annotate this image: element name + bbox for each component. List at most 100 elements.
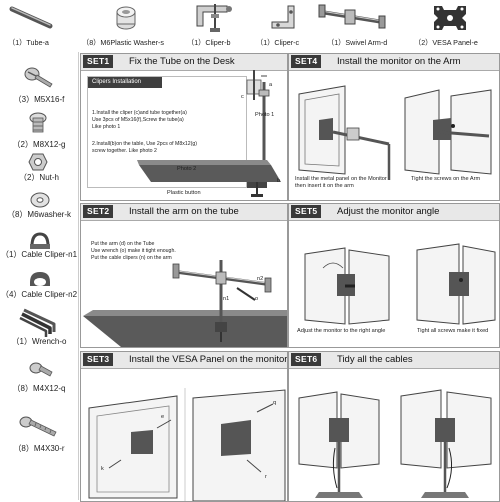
step-title: Adjust the monitor angle <box>337 206 440 217</box>
part-m6washer: （8）M6washer-k <box>0 188 78 228</box>
step-caption: Tight the screws on the Arm <box>411 176 481 182</box>
callout-letter: n1 <box>223 296 230 302</box>
wrench-icon <box>19 308 56 337</box>
step-number: SET4 <box>291 55 322 68</box>
set6-illustration <box>298 389 492 498</box>
column-divider <box>78 52 79 500</box>
step-title: Tidy all the cables <box>337 354 413 365</box>
set5-illustration <box>304 243 496 325</box>
instruction-box-title: Clipers Installation <box>88 77 162 88</box>
step-header: SET4 Install the monitor on the Arm <box>289 54 499 71</box>
callout-letter: c <box>241 94 244 100</box>
step-set4-panel: SET4 Install the monitor on the Arm Inst… <box>288 53 500 201</box>
instruction-line: Put the arm (d) on the Tube <box>91 241 155 247</box>
callout-letter: k <box>101 466 104 472</box>
part-label: （3）M5X16-f <box>13 95 65 104</box>
step-caption: then insert it on the arm <box>295 183 354 189</box>
screw-m5x16-icon <box>24 67 53 88</box>
part-label: （2）VESA Panel-e <box>414 38 478 47</box>
step-title: Install the monitor on the Arm <box>337 56 461 67</box>
step-caption: Install the metal panel on the Monitor <box>295 176 387 182</box>
instruction-line: Like photo 1 <box>92 124 121 130</box>
part-tube: （1）Tube-a <box>0 0 70 52</box>
part-m5x16: （3）M5X16-f <box>0 62 78 106</box>
part-label: （1）Cliper-b <box>187 38 231 47</box>
instruction-line: 2.Install(b)on the table, Use 2pcs of M8… <box>92 141 197 147</box>
part-label: （8）M4X12-q <box>12 384 66 393</box>
part-cable-cliper-n1: （1）Cable Cliper-n1 <box>0 228 78 268</box>
step-header: SET3 Install the VESA Panel on the monit… <box>81 352 287 369</box>
set2-illustration <box>83 260 287 347</box>
part-label: （8）M6Plastic Washer-s <box>82 38 165 47</box>
part-label: （8）M4X30-r <box>13 444 65 453</box>
set3-illustration <box>88 388 286 501</box>
step-header: SET5 Adjust the monitor angle <box>289 204 499 221</box>
instruction-line: Use 3pcs of M5x16(f),Screw the tube(a) <box>92 117 184 123</box>
cliper-c-icon <box>271 5 295 29</box>
swivel-arm-icon <box>318 4 386 29</box>
step-number: SET2 <box>83 205 114 218</box>
step-set3-panel: SET3 Install the VESA Panel on the monit… <box>80 351 288 502</box>
step-set1-panel: SET1 Fix the Tube on the Desk Clipers In… <box>80 53 288 201</box>
tube-icon <box>9 6 53 29</box>
step-title: Install the VESA Panel on the monitor <box>129 354 288 365</box>
screw-m4x30-icon <box>19 416 57 437</box>
step-set2-panel: SET2 Install the arm on the tube Put the… <box>80 203 288 348</box>
instruction-line: screw together. Like photo 2 <box>92 148 157 154</box>
part-label: （2）Nut-h <box>18 173 59 182</box>
nut-icon <box>28 153 48 171</box>
part-wrench: （1）Wrench-o <box>0 306 78 354</box>
step-header: SET6 Tidy all the cables <box>289 352 499 369</box>
plastic-washer-icon <box>116 6 136 30</box>
part-label: （1）Tube-a <box>8 38 49 47</box>
step-caption: Tight all screws make it fixed <box>417 328 489 334</box>
step-set5-panel: SET5 Adjust the monitor angle Adjust the… <box>288 203 500 348</box>
step-set6-panel: SET6 Tidy all the cables <box>288 351 500 502</box>
screw-m4x12-icon <box>29 362 53 377</box>
part-m8x12: （2）M8X12-g <box>0 108 78 152</box>
set1-illustration <box>137 70 281 197</box>
photo-label: Photo 1 <box>255 112 275 118</box>
callout-letter: n2 <box>257 276 264 282</box>
step-number: SET1 <box>83 55 114 68</box>
part-m4x12: （8）M4X12-q <box>0 356 78 400</box>
callout-label: Plastic button <box>167 190 201 196</box>
part-nut: （2）Nut-h <box>0 148 78 188</box>
callout-letter: a <box>269 82 273 88</box>
step-title: Install the arm on the tube <box>129 206 239 217</box>
washer-icon <box>30 192 50 208</box>
part-cliper-c: （1）Cliper-c <box>254 0 314 52</box>
instruction-line: Put the cable clipers (n) on the arm <box>91 255 172 261</box>
step-number: SET3 <box>83 353 114 366</box>
part-label: （1）Cliper-c <box>256 38 300 47</box>
callout-letter: q <box>273 400 277 406</box>
step-title: Fix the Tube on the Desk <box>129 56 235 67</box>
instruction-line: Use wrench (o) make it tight enough. <box>91 248 176 254</box>
part-plastic-washer: （8）M6Plastic Washer-s <box>80 0 180 52</box>
step-caption: Adjust the monitor to the right angle <box>297 328 386 334</box>
part-label: （8）M6washer-k <box>6 210 71 219</box>
callout-letter: e <box>161 414 165 420</box>
callout-letter: b <box>277 178 281 184</box>
part-label: （4）Cable Cliper-n2 <box>0 290 78 299</box>
part-label: （1）Swivel Arm-d <box>327 38 388 47</box>
callout-letter: r <box>265 474 267 480</box>
step-header: SET1 Fix the Tube on the Desk <box>81 54 287 71</box>
part-cliper-b: （1）Cliper-b <box>183 0 253 52</box>
step-number: SET6 <box>291 353 322 366</box>
callout-letter: o <box>255 296 259 302</box>
vesa-panel-icon <box>434 6 466 30</box>
part-m4x30: （8）M4X30-r <box>0 410 78 460</box>
instruction-line: 1.Install the cliper (c)and tube togethe… <box>92 110 187 116</box>
part-label: （1）Cable Cliper-n1 <box>0 250 78 259</box>
cable-cliper-n1-icon <box>30 232 50 249</box>
set4-illustration <box>298 85 492 180</box>
screw-m8x12-icon <box>29 112 47 133</box>
part-label: （2）M8X12-g <box>12 140 66 149</box>
step-number: SET5 <box>291 205 322 218</box>
part-vesa-panel: （2）VESA Panel-e <box>400 0 500 52</box>
part-cable-cliper-n2: （4）Cable Cliper-n2 <box>0 268 78 308</box>
step-header: SET2 Install the arm on the tube <box>81 204 287 221</box>
cliper-b-icon <box>196 4 232 32</box>
part-swivel-arm: （1）Swivel Arm-d <box>315 0 395 52</box>
